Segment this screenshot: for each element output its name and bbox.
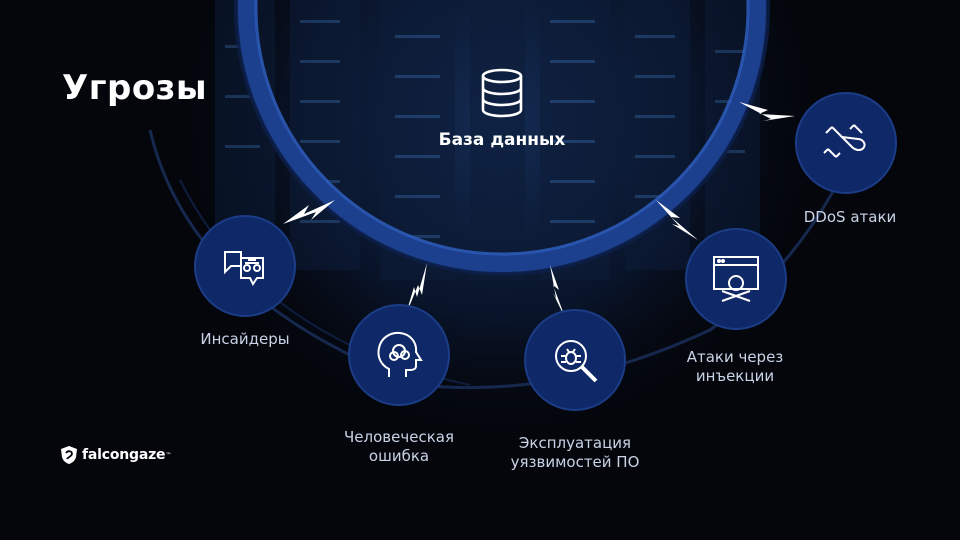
lightning-icon <box>283 200 335 224</box>
missiles-icon <box>823 124 866 158</box>
bug-magnifier-icon <box>555 340 598 383</box>
threat-label-ddos: DDoS атаки <box>803 208 897 226</box>
lightning-bolts <box>283 102 795 320</box>
logo-text: falcongaze <box>82 447 166 463</box>
node-circle <box>685 228 787 330</box>
threat-label-injections: Атаки через инъекции <box>686 348 784 385</box>
lightning-icon <box>405 263 427 317</box>
node-circle <box>348 304 450 406</box>
node-circle <box>795 92 897 194</box>
lightning-icon <box>656 200 698 240</box>
database-label: База данных <box>438 130 566 150</box>
lightning-icon <box>550 265 566 320</box>
threat-label-insiders: Инсайдеры <box>200 330 290 348</box>
logo-trademark: ™ <box>165 451 172 459</box>
lightning-icon <box>739 102 795 121</box>
database-icon <box>481 68 523 118</box>
shield-logo-icon <box>61 446 77 464</box>
head-brain-icon <box>377 331 423 377</box>
spy-chat-icon <box>224 251 264 286</box>
threat-label-human-error: Человеческая ошибка <box>344 428 454 465</box>
main-ring <box>237 0 767 273</box>
threat-nodes <box>194 92 897 411</box>
slide-title: Угрозы <box>62 68 208 108</box>
threat-label-vulnerabilities: Эксплуатация уязвимостей ПО <box>510 434 640 471</box>
skull-browser-icon <box>713 256 759 302</box>
